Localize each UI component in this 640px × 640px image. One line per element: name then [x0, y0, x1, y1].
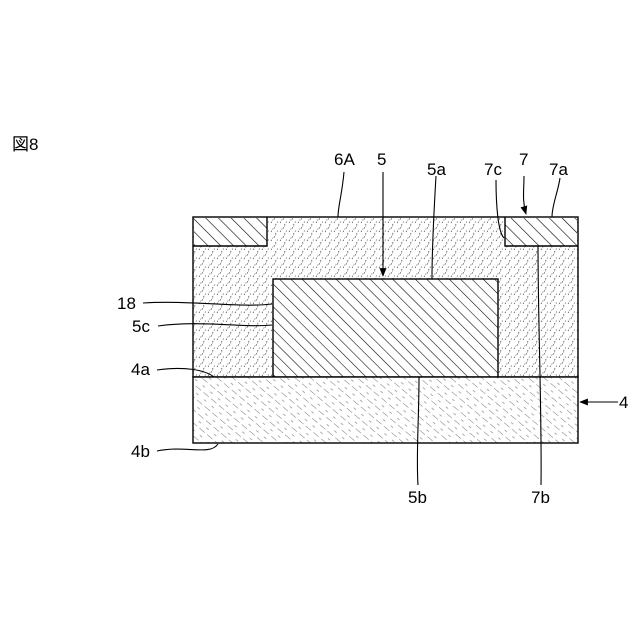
label-7c: 7c: [484, 160, 502, 179]
leader-7a: [552, 178, 560, 217]
label-4a: 4a: [131, 360, 150, 379]
leader-7: [524, 176, 527, 214]
leader-6A: [338, 172, 344, 217]
terminal-7: [505, 218, 577, 246]
terminal-left: [194, 218, 267, 246]
label-7b: 7b: [531, 488, 550, 507]
label-5a: 5a: [427, 160, 446, 179]
label-5b: 5b: [408, 488, 427, 507]
label-4: 4: [619, 393, 628, 412]
chip-5: [273, 279, 498, 377]
label-4b: 4b: [131, 442, 150, 461]
label-7: 7: [519, 150, 528, 169]
substrate-4: [193, 377, 578, 443]
label-7a: 7a: [549, 160, 568, 179]
leader-4b: [157, 444, 218, 451]
figure-label: 図8: [12, 135, 38, 154]
label-18: 18: [117, 294, 136, 313]
label-6A: 6A: [334, 150, 355, 169]
label-5c: 5c: [132, 317, 150, 336]
label-5: 5: [377, 150, 386, 169]
